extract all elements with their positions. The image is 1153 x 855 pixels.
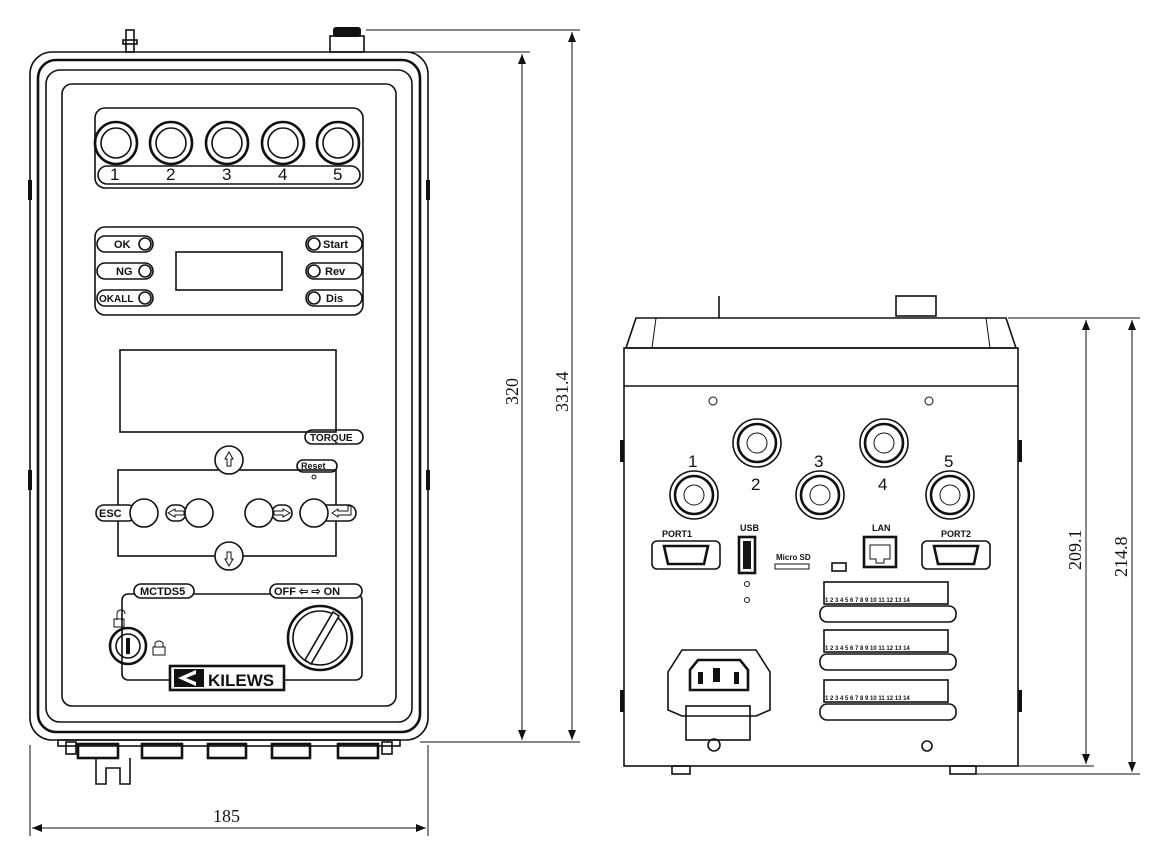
status-okall-label: OKALL <box>99 294 133 305</box>
usb-port: USB <box>737 523 760 603</box>
down-key[interactable] <box>214 541 244 571</box>
rear-connector-1: 1 <box>669 452 719 520</box>
svg-text:4: 4 <box>878 475 887 494</box>
rear-total-height-dimension: 214.8 <box>1111 537 1131 578</box>
svg-text:LAN: LAN <box>872 523 891 533</box>
channel-lamp-4: 4 <box>260 120 306 184</box>
enter-key[interactable] <box>299 498 357 528</box>
svg-text:PORT1: PORT1 <box>662 529 692 539</box>
lock-icon <box>154 640 164 647</box>
svg-text:1 2 3 4 5 6 7 8 9 10 11 12 13: 1 2 3 4 5 6 7 8 9 10 11 12 13 14 <box>825 646 910 652</box>
arrow-down-icon <box>224 551 234 568</box>
micro-sd-slot: Micro SD <box>774 553 811 570</box>
front-panel <box>61 83 397 707</box>
status-rev-label: Rev <box>325 266 346 278</box>
rear-connector-5: 5 <box>925 452 975 520</box>
port2: PORT2 <box>921 529 991 570</box>
terminal-block-2: 1 2 3 4 5 6 7 8 9 10 11 12 13 14 <box>819 629 957 671</box>
switch-label: OFF ⇦ ⇨ ON <box>274 586 340 598</box>
svg-text:1: 1 <box>688 452 697 471</box>
svg-text:PORT2: PORT2 <box>941 529 971 539</box>
torque-display <box>119 349 337 433</box>
reset-label: Reset <box>301 461 326 471</box>
rear-lid <box>624 317 1018 349</box>
key-switch[interactable] <box>108 626 148 666</box>
svg-text:2: 2 <box>751 475 760 494</box>
kilews-logo-icon <box>178 670 196 686</box>
power-inlet <box>667 649 771 752</box>
channel-label-1: 1 <box>110 165 119 184</box>
channel-label-3: 3 <box>222 165 231 184</box>
terminal-block-3: 1 2 3 4 5 6 7 8 9 10 11 12 13 14 <box>819 679 957 721</box>
front-view: 1 2 3 4 5 OK NG OKALL <box>28 27 430 785</box>
svg-text:USB: USB <box>740 523 760 533</box>
channel-lamp-2: 2 <box>148 120 194 184</box>
up-key[interactable] <box>214 445 244 475</box>
status-left: OK NG OKALL <box>96 235 154 307</box>
status-ok-label: OK <box>114 239 131 251</box>
right-key[interactable] <box>244 498 293 528</box>
svg-text:1 2 3 4 5 6 7 8 9 10 11 12 13: 1 2 3 4 5 6 7 8 9 10 11 12 13 14 <box>825 696 910 702</box>
model-label: MCTDS5 <box>140 586 185 598</box>
lan-port: LAN <box>862 523 898 569</box>
port1: PORT1 <box>651 529 721 570</box>
power-section: MCTDS5 OFF ⇦ ⇨ ON <box>108 583 363 692</box>
brand-plate: KILEWS <box>168 664 286 692</box>
rear-connector-3: 3 <box>795 452 845 520</box>
status-right: Start Rev Dis <box>305 235 363 307</box>
channel-lamp-1: 1 <box>93 120 139 184</box>
svg-text:3: 3 <box>814 452 823 471</box>
keypad: Reset ESC <box>95 445 357 571</box>
rear-dimensions: 209.1 214.8 <box>976 317 1140 775</box>
channel-label-5: 5 <box>333 165 342 184</box>
rear-connector-2: 2 <box>732 418 782 494</box>
torque-label: TORQUE <box>310 433 353 444</box>
front-dimensions: 185 320 331.4 <box>29 29 580 836</box>
rear-view: 1 2 3 4 5 PORT1 USB <box>620 295 1022 775</box>
brand-label: KILEWS <box>208 671 274 690</box>
status-panel <box>94 226 364 316</box>
svg-text:Micro SD: Micro SD <box>776 553 811 562</box>
mini-usb-port <box>831 562 847 572</box>
status-dis-label: Dis <box>326 293 343 305</box>
status-ng-label: NG <box>116 266 133 278</box>
front-bottom-connectors <box>57 739 401 785</box>
terminal-block-1: 1 2 3 4 5 6 7 8 9 10 11 12 13 14 <box>819 581 957 623</box>
arrow-up-icon <box>224 450 234 467</box>
status-display <box>175 251 283 291</box>
body-height-dimension: 320 <box>502 378 522 405</box>
channel-lamp-3: 3 <box>204 120 250 184</box>
arrow-left-icon <box>166 508 185 518</box>
channel-label-2: 2 <box>166 165 175 184</box>
enter-icon <box>331 505 352 518</box>
esc-key[interactable]: ESC <box>95 498 159 528</box>
rear-connector-4: 4 <box>859 418 909 494</box>
front-top-knob <box>329 27 365 53</box>
rear-body-height-dimension: 209.1 <box>1065 530 1085 571</box>
channel-lamp-5: 5 <box>315 120 361 184</box>
svg-text:5: 5 <box>944 452 953 471</box>
svg-text:1 2 3 4 5 6 7 8 9 10 11 12 13: 1 2 3 4 5 6 7 8 9 10 11 12 13 14 <box>825 598 910 604</box>
front-housing-inner <box>36 58 422 734</box>
unlock-icon <box>116 609 126 620</box>
rotary-power-switch[interactable] <box>286 604 354 672</box>
arrow-right-icon <box>273 508 292 518</box>
width-dimension: 185 <box>213 806 240 826</box>
total-height-dimension: 331.4 <box>552 372 572 413</box>
channel-label-4: 4 <box>278 165 287 184</box>
front-housing <box>29 51 429 741</box>
esc-label: ESC <box>99 508 122 520</box>
rear-body <box>623 347 1019 767</box>
front-top-antenna <box>122 29 138 53</box>
left-key[interactable] <box>165 498 214 528</box>
status-start-label: Start <box>323 239 348 251</box>
